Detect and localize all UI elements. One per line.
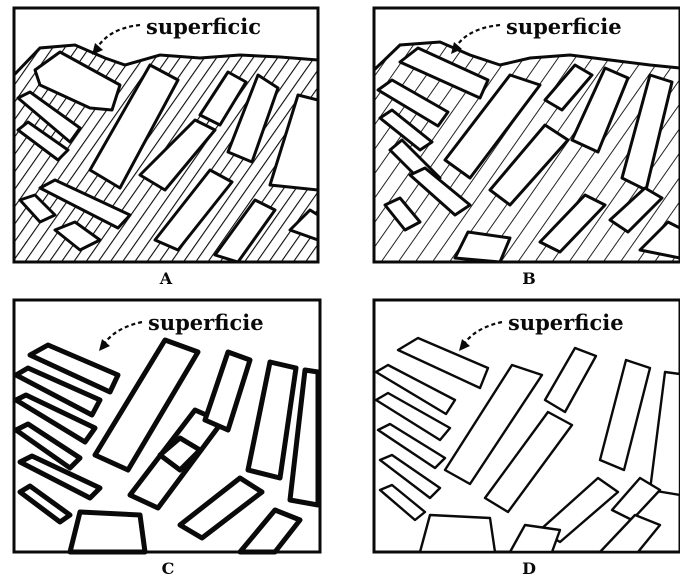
panel-a: superficic A bbox=[14, 8, 318, 288]
crystal-grain bbox=[600, 515, 660, 552]
crystal-grain bbox=[180, 478, 262, 538]
crystal-grain bbox=[545, 348, 596, 412]
panel-c: superficie C bbox=[14, 300, 320, 578]
crystal-grain bbox=[205, 352, 250, 430]
crystal-grain bbox=[650, 372, 680, 495]
panel-d-label: D bbox=[522, 559, 536, 578]
crystal-grain bbox=[70, 512, 145, 552]
panel-d-grains bbox=[376, 338, 680, 552]
panel-a-surface-label: superficic bbox=[146, 14, 261, 39]
crystal-grain bbox=[510, 525, 560, 552]
panel-c-arrowhead bbox=[99, 339, 110, 351]
panel-d: superficie D bbox=[374, 300, 680, 578]
panel-d-surface-label: superficie bbox=[508, 310, 624, 335]
panel-a-pointer-arrow bbox=[97, 25, 140, 48]
panel-b-surface-label: superficie bbox=[506, 14, 622, 39]
panel-c-surface-label: superficie bbox=[148, 310, 264, 335]
panel-c-grains bbox=[16, 340, 318, 552]
panel-b: superficie B bbox=[374, 8, 680, 288]
panel-d-arrowhead bbox=[459, 339, 470, 351]
crystal-grain bbox=[248, 362, 296, 478]
panel-c-label: C bbox=[162, 559, 175, 578]
panel-c-pointer-arrow bbox=[104, 322, 142, 344]
crystal-grain bbox=[20, 486, 70, 522]
panel-b-pointer-arrow bbox=[456, 25, 500, 47]
panel-b-label: B bbox=[522, 269, 536, 288]
crystal-grain bbox=[420, 515, 495, 552]
crystal-grain bbox=[612, 478, 660, 520]
crystal-grain bbox=[600, 360, 650, 470]
panel-a-label: A bbox=[159, 269, 173, 288]
panel-d-pointer-arrow bbox=[464, 322, 502, 344]
crystal-grain bbox=[240, 510, 300, 552]
